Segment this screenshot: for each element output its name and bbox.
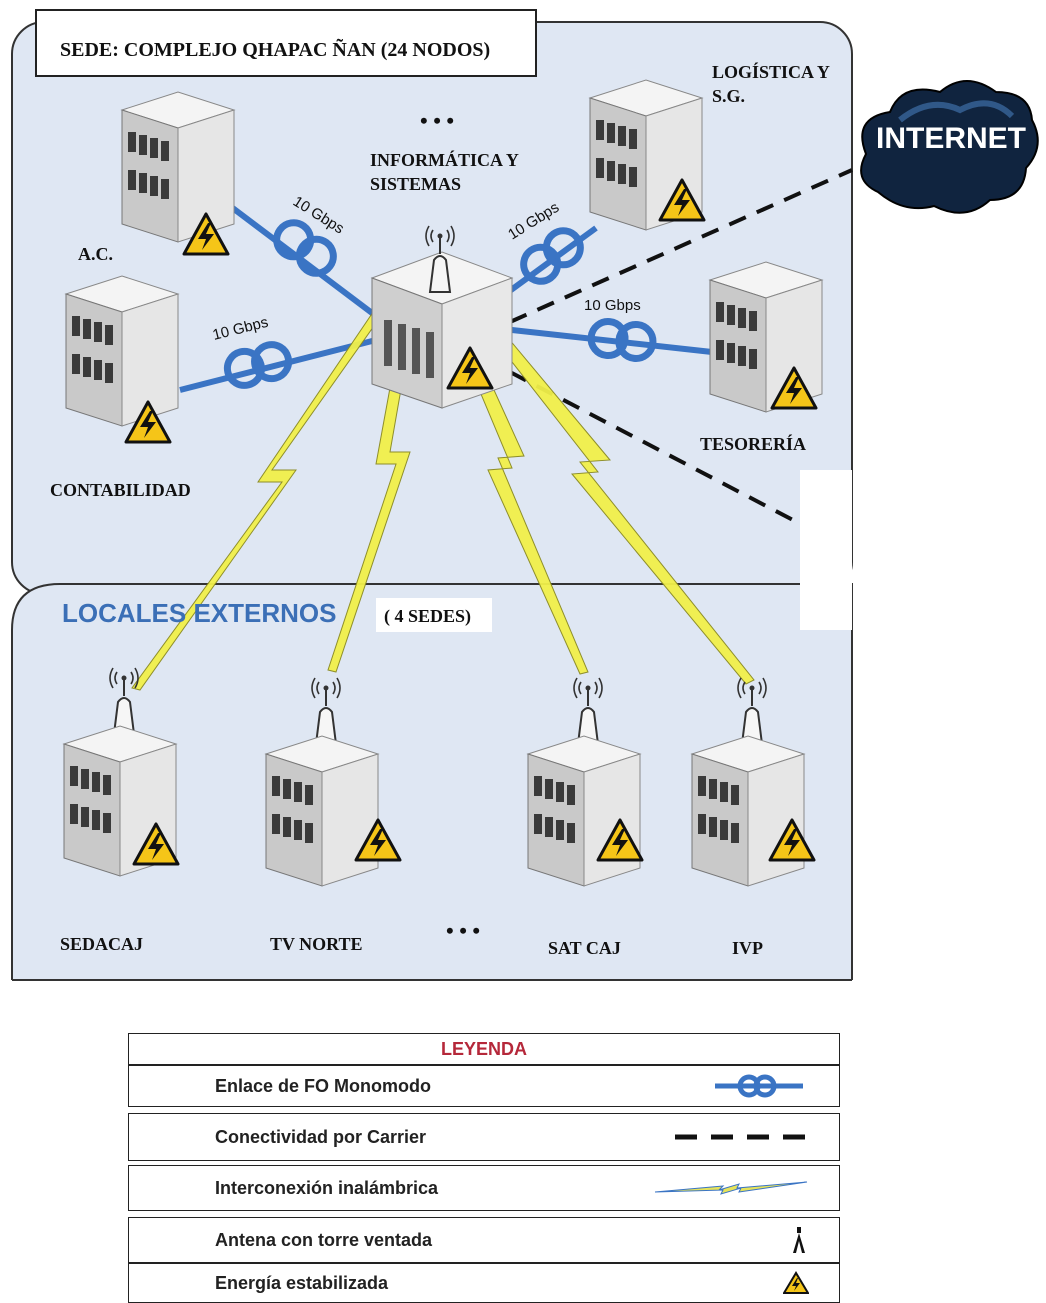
ellipsis-external: • • •	[446, 918, 480, 943]
campus-title: SEDE: COMPLEJO QHAPAC ÑAN (24 NODOS)	[60, 38, 490, 61]
building-contabilidad	[65, 275, 179, 427]
site-label-tvnorte: TV NORTE	[270, 934, 363, 954]
legend-row-power: Energía estabilizada	[128, 1263, 840, 1303]
ellipsis-top: • • •	[420, 108, 454, 133]
site-label-satcaj: SAT CAJ	[548, 938, 621, 958]
legend-label: Conectividad por Carrier	[215, 1126, 427, 1147]
label-tesoreria: TESORERÍA	[700, 433, 806, 454]
legend-label: Energía estabilizada	[215, 1272, 389, 1293]
legend-row-fiber: Enlace de FO Monomodo	[128, 1065, 840, 1107]
legend-title: LEYENDA	[440, 1038, 527, 1059]
antenna-tower-icon	[789, 1218, 809, 1262]
svg-text:10 Gbps: 10 Gbps	[584, 297, 641, 314]
legend-label: Interconexión inalámbrica	[215, 1177, 439, 1198]
internet-label: INTERNET	[876, 122, 1026, 155]
center-label-line1: INFORMÁTICA Y	[370, 149, 519, 170]
internet-cloud	[860, 80, 1039, 214]
site-label-sedacaj: SEDACAJ	[60, 934, 143, 954]
building-ac	[121, 91, 235, 243]
legend-label: Antena con torre ventada	[215, 1229, 433, 1250]
label-logistica-line2: S.G.	[712, 86, 745, 106]
external-sites-panel	[11, 583, 853, 980]
legend-header: LEYENDA	[128, 1033, 840, 1065]
label-ac: A.C.	[78, 244, 113, 264]
dashed-line-icon	[673, 1114, 809, 1160]
campus-title-box	[35, 9, 537, 77]
label-logistica-line1: LOGÍSTICA Y	[712, 61, 830, 82]
carrier-links	[509, 168, 853, 532]
site-label-ivp: IVP	[732, 938, 763, 958]
legend-label: Enlace de FO Monomodo	[215, 1075, 432, 1096]
fiber-link-icon	[709, 1066, 809, 1106]
center-label-line2: SISTEMAS	[370, 174, 461, 194]
warning-power-icon	[783, 1264, 809, 1302]
legend-row-wireless: Interconexión inalámbrica	[128, 1165, 840, 1211]
external-count: ( 4 SEDES)	[384, 606, 471, 627]
legend-row-antenna: Antena con torre ventada	[128, 1217, 840, 1263]
wireless-bolt-icon	[653, 1166, 809, 1210]
external-title: LOCALES EXTERNOS	[62, 598, 336, 628]
label-contabilidad: CONTABILIDAD	[50, 480, 191, 500]
legend-row-carrier: Conectividad por Carrier	[128, 1113, 840, 1161]
